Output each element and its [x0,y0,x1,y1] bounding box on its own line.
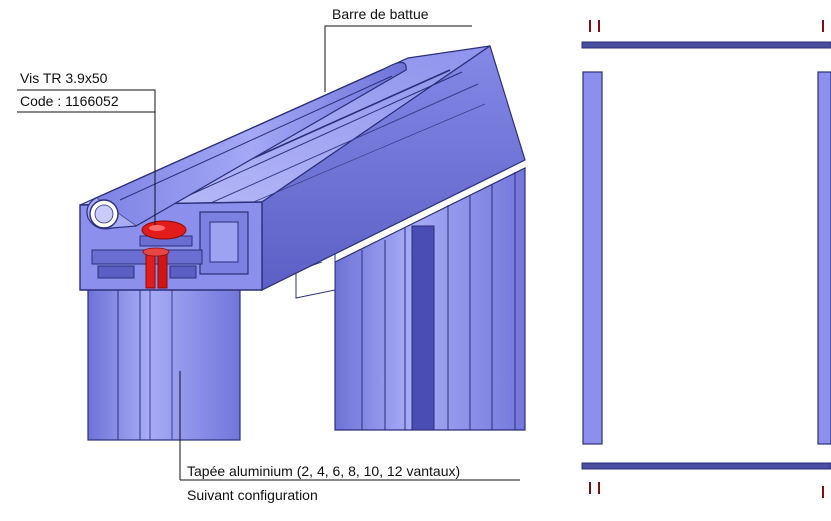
vertical-profile-right [334,167,526,431]
schematic-frame [581,41,831,470]
label-barre-de-battue: Barre de battue [332,6,429,22]
vertical-profile-left [87,284,241,441]
schematic-tick-marks [589,20,824,498]
barre-de-battue [86,61,407,230]
label-vis-name: Vis TR 3.9x50 [20,70,108,86]
label-suivant-configuration: Suivant configuration [187,487,318,503]
leader-lines [17,25,520,481]
label-tapee-aluminium: Tapée aluminium (2, 4, 6, 8, 10, 12 vant… [187,463,461,479]
screw-icon [141,220,187,289]
label-vis-code: Code : 1166052 [20,93,119,109]
